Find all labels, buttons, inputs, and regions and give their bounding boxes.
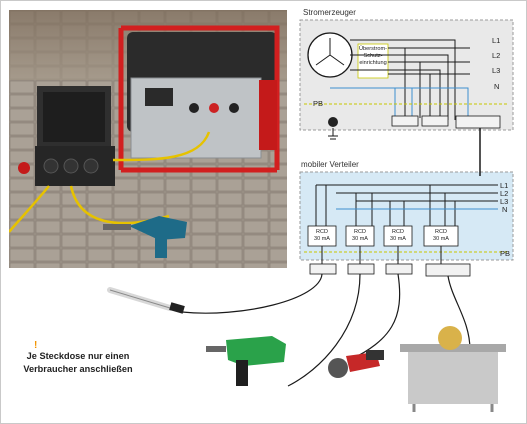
generator-body	[118, 25, 280, 173]
distributor-line-l1: L1	[500, 181, 509, 190]
note-text: Je Steckdose nur einen Verbraucher ansch…	[23, 351, 133, 374]
angle-grinder-icon	[328, 350, 384, 378]
table-saw-icon	[400, 326, 506, 412]
hammer-drill-icon	[206, 336, 286, 386]
generator-line-n: N	[494, 82, 500, 91]
generator-line-l1: L1	[492, 36, 501, 45]
generator-title: Stromerzeuger	[303, 8, 356, 17]
breaker-label: Überstrom-Schutz-einrichtung	[359, 46, 387, 66]
rcd-4-label: RCD 30 mA	[433, 229, 449, 242]
rcd-2-label: RCD 30 mA	[352, 229, 368, 242]
warning-icon: !	[34, 340, 38, 351]
work-lamp-icon	[107, 287, 185, 314]
generator-pe-label: PB	[313, 99, 324, 108]
drill-photo	[103, 216, 187, 258]
distributor-title: mobiler Verteiler	[301, 160, 359, 169]
generator-photo	[9, 10, 287, 268]
rcd-1-label: RCD 30 mA	[314, 229, 330, 242]
distributor-line-l2: L2	[500, 189, 509, 198]
distributor-line-l3: L3	[500, 197, 509, 206]
distributor-pe-label: PB	[500, 249, 511, 258]
distribution-box	[18, 86, 115, 186]
note-box: ! Je Steckdose nur einen Verbraucher ans…	[14, 340, 142, 394]
rcd-3-label: RCD 30 mA	[390, 229, 406, 242]
generator-line-l3: L3	[492, 66, 501, 75]
generator-line-l2: L2	[492, 51, 501, 60]
ground-symbol-icon	[328, 117, 338, 127]
distributor-line-n: N	[502, 205, 508, 214]
breaker-box	[357, 43, 389, 79]
